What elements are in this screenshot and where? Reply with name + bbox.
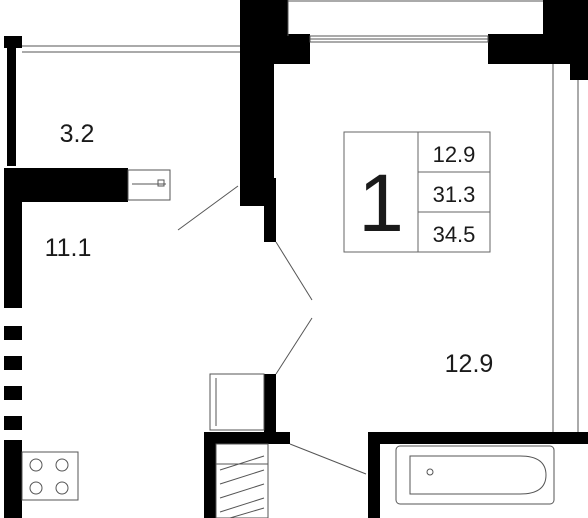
cabinet-balcony bbox=[127, 169, 171, 201]
wall-bath-right-side bbox=[368, 432, 380, 518]
wall-top-center bbox=[240, 0, 288, 36]
wall-left-upper bbox=[7, 36, 16, 166]
wall-top-right bbox=[543, 0, 588, 36]
wall-bath-top-left bbox=[204, 432, 290, 444]
windows bbox=[9, 0, 579, 432]
wall-center-step bbox=[264, 178, 276, 242]
wall-right-stub bbox=[570, 60, 588, 80]
door-living-leaf-2 bbox=[275, 317, 313, 375]
fixtures bbox=[127, 169, 555, 518]
shelf-unit bbox=[215, 443, 269, 518]
doors bbox=[177, 185, 367, 475]
room-label-kitchen: 11.1 bbox=[45, 234, 92, 262]
room-label-living: 12.9 bbox=[445, 350, 494, 378]
wall-bath-top-right bbox=[368, 432, 588, 444]
burner-4-icon bbox=[55, 481, 69, 495]
room-label-balcony: 3.2 bbox=[60, 120, 95, 148]
rooms-count: 1 bbox=[358, 158, 404, 249]
burner-2-icon bbox=[55, 458, 69, 472]
stove bbox=[21, 451, 79, 501]
wall-left-seg-5 bbox=[4, 416, 22, 430]
wall-balcony-divider bbox=[4, 168, 128, 202]
wall-top-right-corner bbox=[488, 34, 588, 64]
door-bath-leaf bbox=[289, 443, 367, 475]
wall-bath-side bbox=[204, 432, 216, 518]
walls bbox=[4, 0, 588, 518]
burner-3-icon bbox=[29, 481, 43, 495]
wall-left-bottom bbox=[4, 440, 22, 518]
total-area-no-balcony-value: 31.3 bbox=[433, 182, 476, 207]
total-area-value: 34.5 bbox=[433, 222, 476, 247]
living-area-value: 12.9 bbox=[433, 142, 476, 167]
wardrobe bbox=[209, 373, 265, 431]
wall-left-seg-2 bbox=[4, 326, 22, 340]
bathtub-drain bbox=[426, 468, 434, 476]
window-infills bbox=[9, 308, 17, 416]
burner-1-icon bbox=[29, 458, 43, 472]
wall-left-seg-1 bbox=[4, 296, 22, 308]
wall-left-seg-3 bbox=[4, 356, 22, 370]
bathtub bbox=[395, 445, 555, 505]
door-kitchen-leaf bbox=[177, 185, 239, 231]
wall-center-vertical bbox=[240, 34, 274, 206]
door-living-leaf-1 bbox=[275, 241, 313, 301]
wall-left-seg-4 bbox=[4, 386, 22, 400]
bathtub-inner bbox=[409, 455, 547, 495]
wall-bath-inner bbox=[264, 374, 276, 444]
summary-box bbox=[343, 131, 491, 253]
